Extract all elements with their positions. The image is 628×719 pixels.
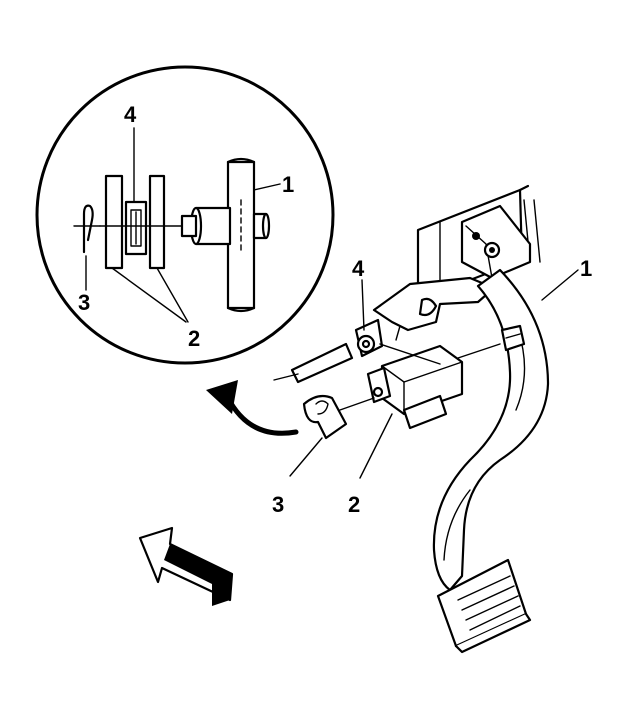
pedal-bracket — [460, 204, 532, 280]
main-callout-3: 3 — [272, 492, 284, 517]
main-callout-4: 4 — [352, 256, 365, 281]
main-callout-2: 2 — [348, 492, 360, 517]
detail-callout-3: 3 — [78, 290, 90, 315]
detail-callout-4: 4 — [124, 102, 137, 127]
stop-lamp-switch — [366, 344, 464, 430]
detail-view: 4 1 3 2 — [35, 65, 335, 365]
main-assembly: 4 1 3 2 — [272, 184, 592, 654]
detail-retainer-clip — [73, 204, 101, 254]
pedal-pad — [436, 558, 532, 654]
detail-stud — [180, 206, 271, 246]
main-callout-1: 1 — [580, 256, 592, 281]
detail-pointer-arrow — [206, 380, 299, 436]
brake-pedal-arm — [432, 268, 550, 592]
detail-callout-2: 2 — [188, 326, 200, 351]
retainer-clip — [302, 394, 375, 440]
switch-mounting-bracket — [372, 276, 496, 341]
detail-bushing — [124, 200, 148, 256]
switch-bushing — [273, 318, 441, 384]
view-direction-arrow — [138, 526, 234, 606]
detail-washers — [104, 174, 166, 270]
detail-circle — [35, 65, 335, 365]
detail-callout-1: 1 — [282, 172, 294, 197]
detail-pedal-arm — [226, 157, 256, 313]
